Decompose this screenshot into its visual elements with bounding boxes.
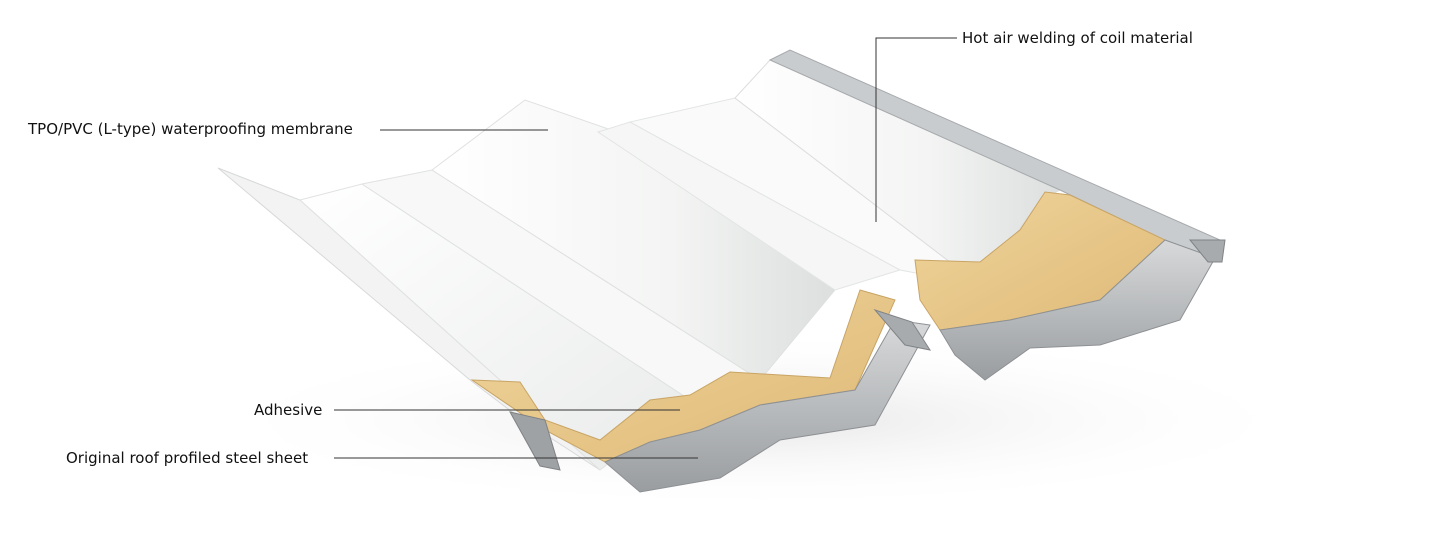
adhesive-label: Adhesive	[254, 401, 323, 419]
waterproofing-membrane	[217, 49, 1221, 471]
membrane-label: TPO/PVC (L-type) waterproofing membrane	[28, 120, 353, 138]
welding-label: Hot air welding of coil material	[962, 29, 1193, 47]
steel-sheet-label: Original roof profiled steel sheet	[66, 449, 309, 467]
leader-lines	[334, 37, 957, 459]
welding-leader	[875, 37, 957, 222]
profiled-steel-sheet	[509, 239, 1226, 493]
